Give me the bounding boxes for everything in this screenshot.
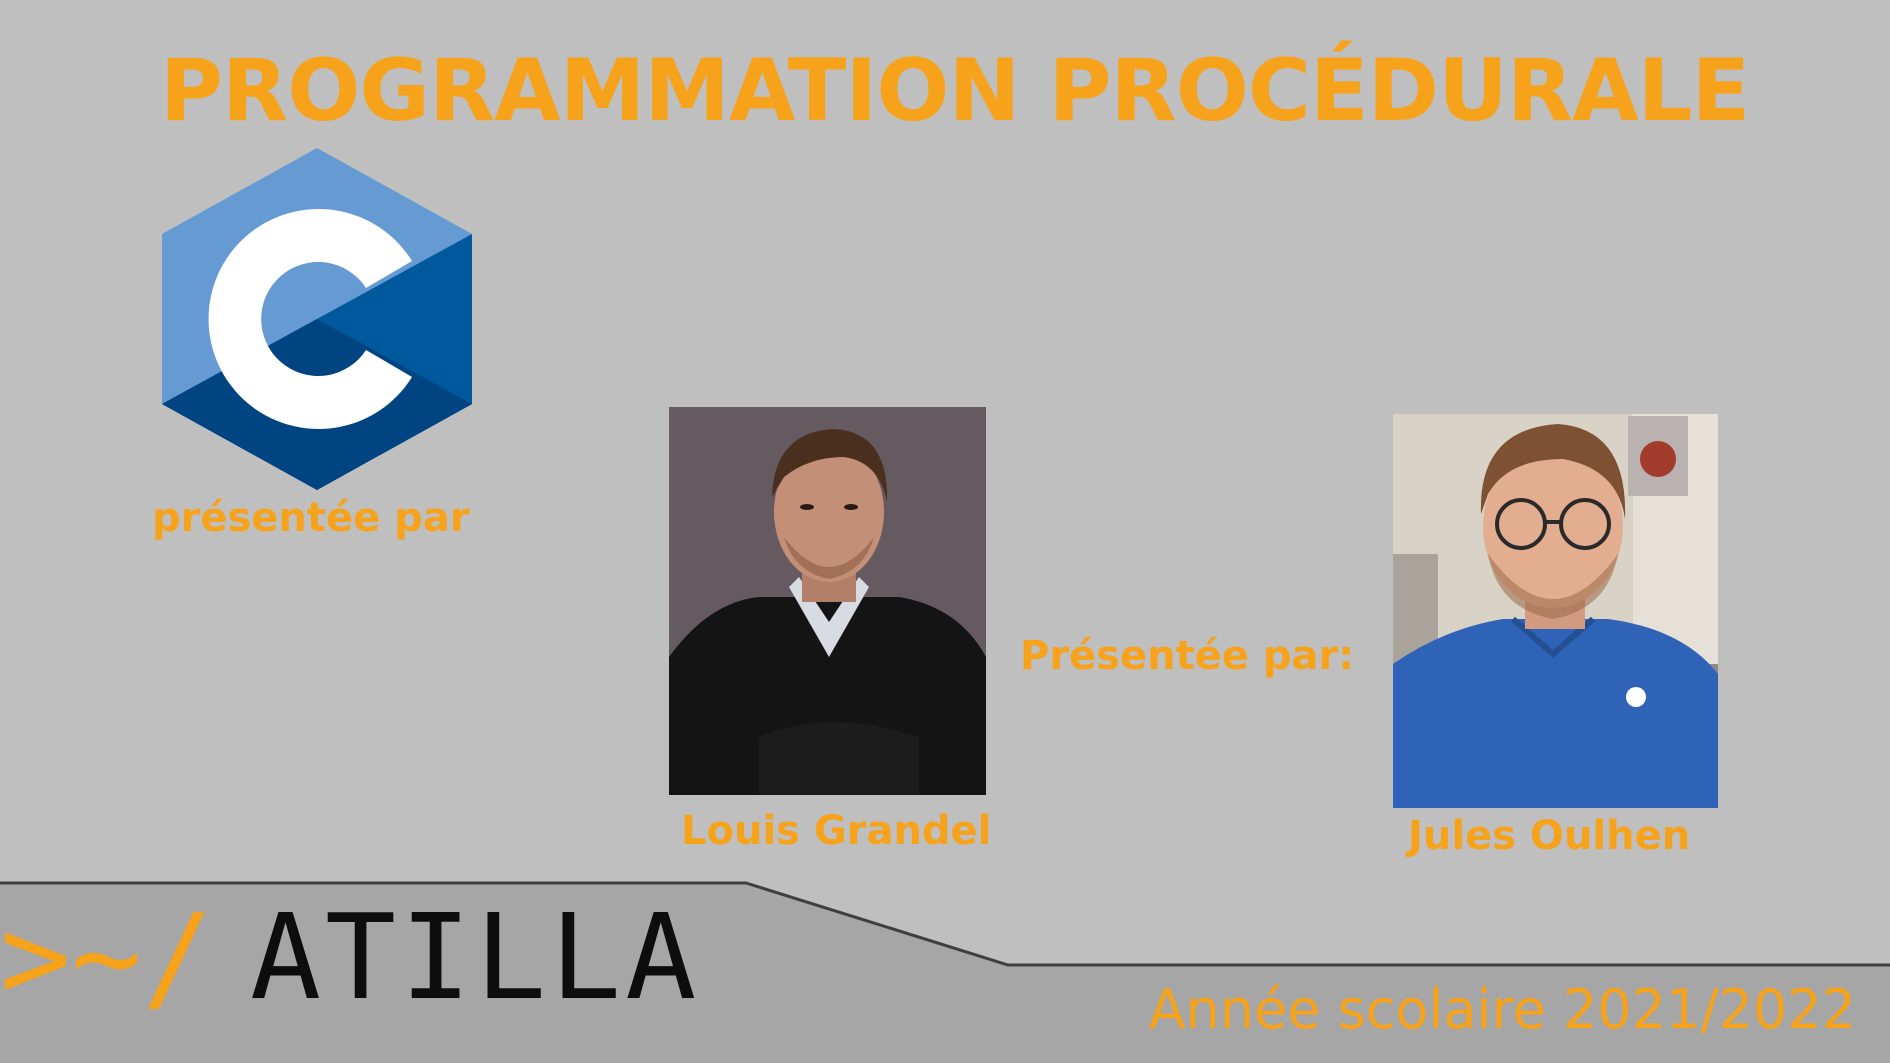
presented-by-heading: Présentée par: [1020, 633, 1355, 679]
atilla-brand-logo: >~/ ATILLA [0, 898, 720, 1038]
brand-name: ATILLA [250, 888, 701, 1026]
portrait-photo [1393, 414, 1718, 808]
portrait-photo [669, 407, 986, 795]
c-language-logo-icon [162, 148, 472, 490]
slide-title: PROGRAMMATION PROCÉDURALE [160, 41, 1750, 141]
presenter-photo-jules [1393, 414, 1718, 808]
brand-prompt-symbol: >~/ [0, 888, 214, 1026]
presented-by-label: présentée par [152, 495, 470, 541]
school-year-label: Année scolaire 2021/2022 [1148, 978, 1856, 1041]
presenter-name-louis: Louis Grandel [681, 808, 992, 854]
presenter-name-jules: Jules Oulhen [1408, 813, 1691, 859]
presenter-photo-louis [669, 407, 986, 795]
